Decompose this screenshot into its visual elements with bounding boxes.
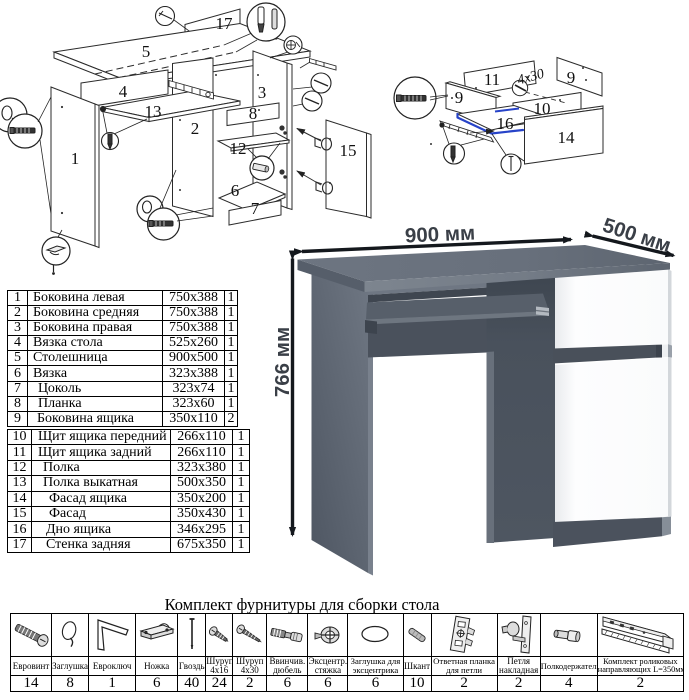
svg-text:2: 2	[191, 119, 200, 138]
svg-text:6: 6	[231, 181, 240, 200]
svg-text:15: 15	[340, 141, 357, 160]
svg-text:9: 9	[455, 88, 464, 107]
svg-text:7: 7	[251, 199, 260, 218]
svg-text:11: 11	[484, 70, 500, 89]
svg-text:17: 17	[216, 14, 234, 33]
svg-text:13: 13	[145, 102, 162, 121]
svg-text:14: 14	[558, 128, 576, 147]
svg-text:900 мм: 900 мм	[404, 221, 475, 247]
svg-text:12: 12	[230, 139, 247, 158]
svg-text:1: 1	[71, 149, 80, 168]
svg-text:10: 10	[534, 99, 551, 118]
svg-text:3: 3	[258, 83, 267, 102]
svg-text:4х30: 4х30	[516, 67, 546, 89]
svg-text:16: 16	[497, 114, 514, 133]
svg-text:4: 4	[119, 82, 128, 101]
svg-text:766 мм: 766 мм	[271, 327, 294, 397]
svg-text:5: 5	[142, 42, 151, 61]
svg-text:8: 8	[249, 104, 258, 123]
svg-text:9: 9	[567, 68, 576, 87]
